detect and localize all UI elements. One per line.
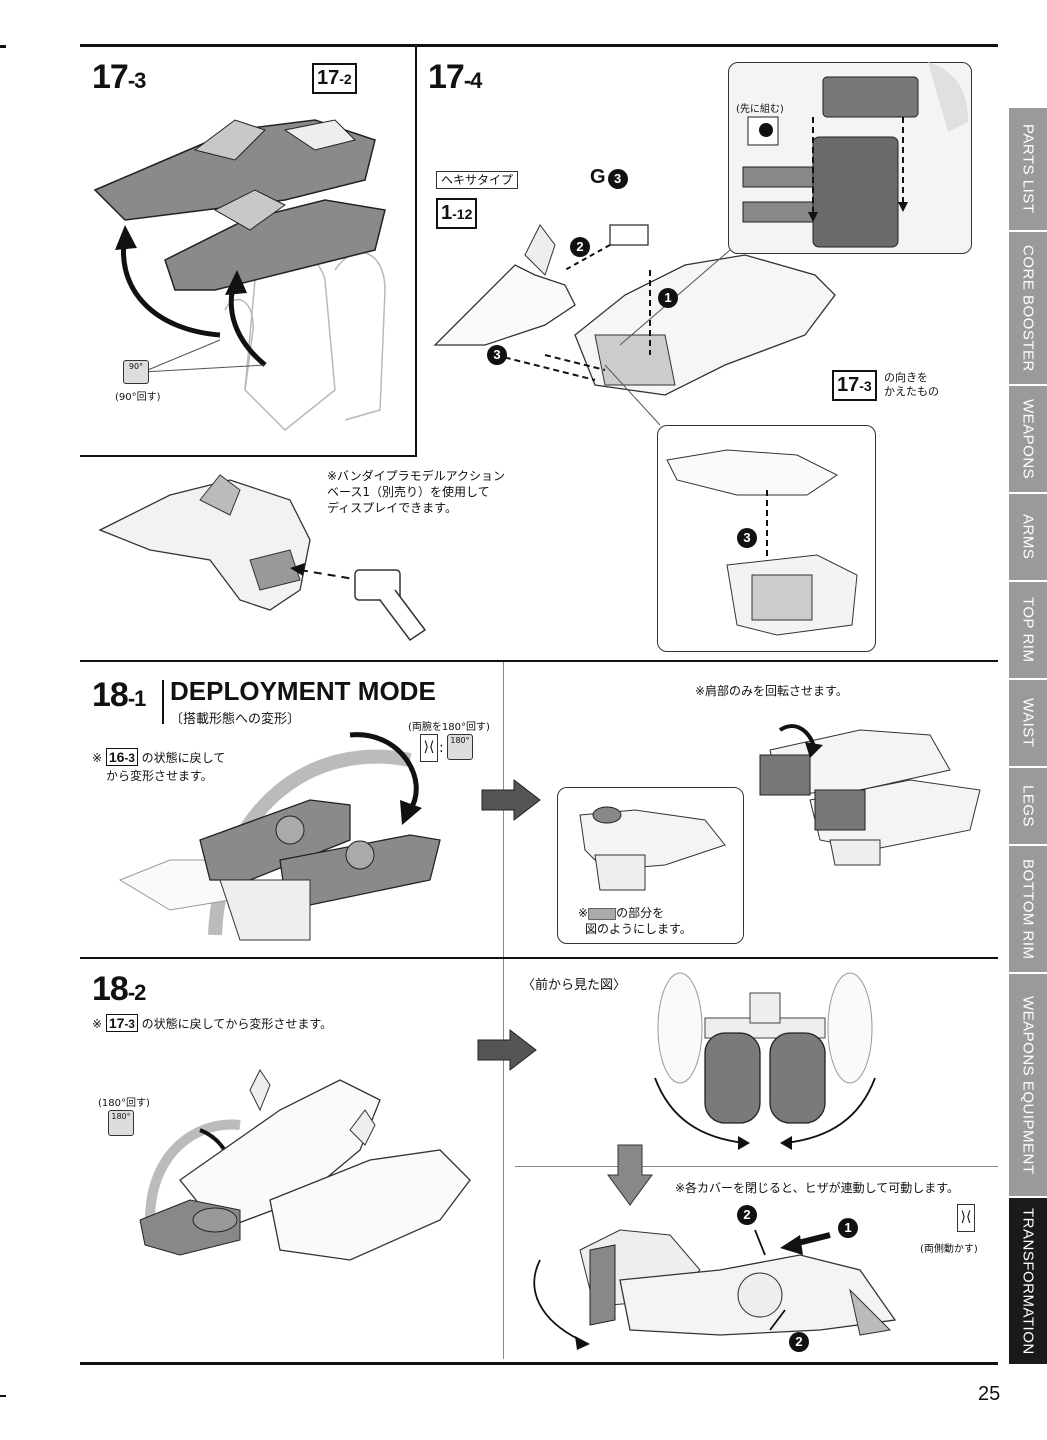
ref-17-3-note: の向きを かえたもの [884,371,939,398]
callout-note: ※の部分を [578,906,665,920]
divider [503,959,504,1359]
step-17-3-ref: 17-2 [312,63,357,94]
step-18-2-title: 18-2 [92,970,146,1008]
shoulder-note: ※肩部のみを回転させます。 [695,684,848,698]
tab-top-rim[interactable]: TOP RIM [1009,582,1047,680]
front-view-illustration [654,972,876,1150]
tab-transformation[interactable]: TRANSFORMATION [1009,1198,1047,1366]
rotate-180-icon-2: 180° [108,1110,134,1136]
step-17-3-illustration [93,119,386,432]
down-arrow [607,1144,653,1206]
page-number: 25 [978,1383,1001,1405]
bottom-rule [80,1362,998,1365]
step-marker-1: 1 [658,288,678,308]
step-18-1-title: 18-1 [92,676,146,714]
step-17-4-title: 17-4 [428,58,482,96]
next-arrow-2 [477,1028,537,1072]
tab-weapons-equipment[interactable]: WEAPONS EQUIPMENT [1009,974,1047,1198]
next-arrow [481,778,541,822]
step-marker-3: 3 [487,345,507,365]
step-18-1-note: ※ 16-3 の状態に戻して [92,748,226,766]
callout-note-2: 図のようにします。 [585,922,692,936]
deployment-mode-title: DEPLOYMENT MODE [170,676,436,706]
zoom-callout-illustration [742,62,968,248]
step-18-2-result [533,1229,897,1350]
crop-mark [0,1395,6,1397]
rotate-note: (90°回す) [115,392,161,403]
step-marker-2: 2 [570,237,590,257]
tab-arms[interactable]: ARMS [1009,494,1047,582]
tab-core-booster[interactable]: CORE BOOSTER [1009,232,1047,386]
deployment-mode-subtitle: 〔搭載形態への変形〕 [170,712,301,727]
tab-bottom-rim[interactable]: BOTTOM RIM [1009,846,1047,974]
both-arms-note: (両腕を180°回す) [408,722,490,733]
front-view-label: 〈前から見た図〉 [522,978,627,993]
step-18-2-note: ※ 17-3 の状態に戻してから変形させます。 [92,1014,333,1032]
divider [515,1166,998,1167]
display-illustration [98,474,427,642]
step-18-1-illustration [118,732,441,941]
section-rule [80,660,998,662]
both-sides-note: (両側動かす) [920,1244,978,1255]
section-rule [80,957,998,959]
step-18-1-note-2: から変形させます。 [106,769,213,783]
step-18-2-illustration [139,1069,471,1261]
colon-sep: : [439,740,444,756]
crop-mark [0,45,6,48]
hexa-type-label: ヘキサタイプ [436,171,519,189]
zoom-callout-bottom-illustration [666,449,858,636]
step-marker-2b: 2 [789,1332,809,1352]
title-divider [162,680,164,724]
arm-move-icon: ⟩⟨ [420,734,438,762]
gray-swatch [588,907,617,920]
rotate-180-note: (180°回す) [98,1098,150,1109]
step-17-4-illustration [433,224,836,426]
leg-move-icon: ⟩⟨ [957,1204,975,1232]
rotate-icon: 90° [123,360,149,384]
divider [415,47,417,455]
tab-parts-list[interactable]: PARTS LIST [1009,108,1047,232]
divider [80,455,417,457]
step-marker-3b: 3 [737,528,757,548]
part-ref-1-12: 1-12 [436,198,478,229]
step-18-1-result [759,724,981,866]
pre-assemble-note: (先に組む) [736,104,784,115]
step-17-3-title: 17-3 [92,58,146,96]
cover-note: ※各カバーを閉じると、ヒザが連動して可動します。 [675,1181,960,1195]
ref-17-3: 17-3 [832,370,877,401]
tab-legs[interactable]: LEGS [1009,768,1047,846]
top-rule [80,44,998,47]
rotate-180-icon: 180° [447,734,473,760]
display-note: ※バンダイプラモデルアクション ベース1（別売り）を使用して ディスプレイできま… [327,469,506,515]
tab-weapons[interactable]: WEAPONS [1009,386,1047,494]
step-marker-1b: 1 [838,1218,858,1238]
tab-waist[interactable]: WAIST [1009,680,1047,768]
step-marker-2a: 2 [737,1205,757,1225]
shoulder-callout-illustration [579,806,726,891]
